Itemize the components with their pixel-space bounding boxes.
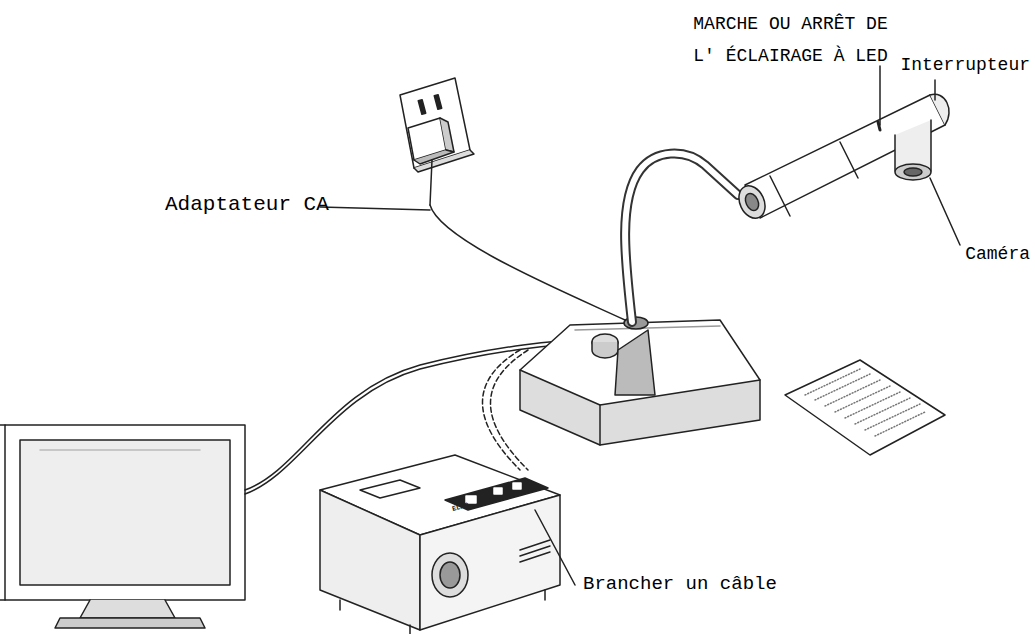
dashed-cable xyxy=(483,350,521,470)
gooseneck-arm xyxy=(625,154,738,322)
part-label: Adaptateur CA xyxy=(165,193,329,216)
tv-monitor xyxy=(0,425,245,628)
projector xyxy=(320,455,560,634)
leader-line xyxy=(320,207,430,210)
leader-line xyxy=(879,66,881,125)
camera-arm xyxy=(734,94,949,222)
document-paper xyxy=(785,360,945,455)
gooseneck-arm xyxy=(625,154,738,322)
part-label: Brancher un câble xyxy=(583,573,777,595)
part-label: Interrupteur xyxy=(900,55,1030,75)
part-label: Caméra xyxy=(965,244,1030,264)
leader-line xyxy=(930,178,960,245)
camera-base xyxy=(520,317,760,445)
leader-line xyxy=(535,510,575,585)
ac-adapter xyxy=(408,118,625,320)
wall-outlet xyxy=(400,78,474,172)
led-switch-label: MARCHE OU ARRÊT DE L' ÉCLAIRAGE À LED xyxy=(683,8,898,72)
leader-line xyxy=(934,80,936,100)
